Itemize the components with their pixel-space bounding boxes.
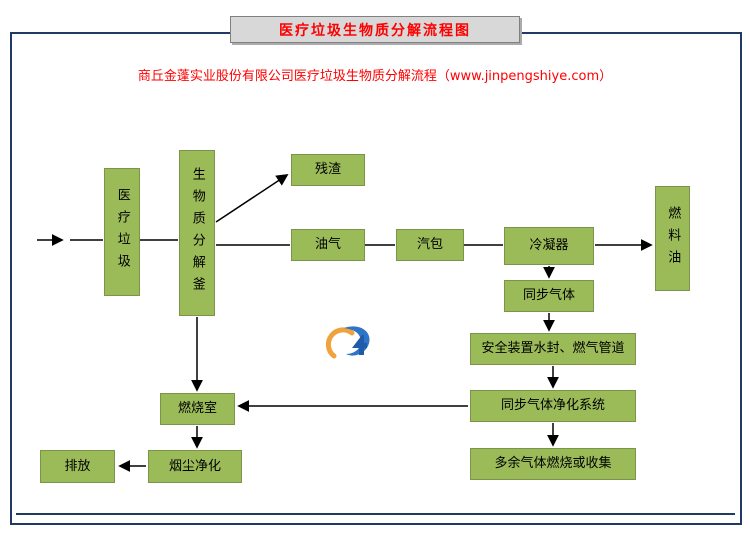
page-title: 医疗垃圾生物质分解流程图	[279, 22, 471, 39]
company-logo	[325, 326, 370, 359]
node-combustion-chamber-label: 燃烧室	[177, 401, 217, 417]
node-residue-label: 残渣	[314, 162, 341, 178]
node-steam-drum: 汽包	[396, 229, 464, 261]
node-combustion-chamber: 燃烧室	[160, 393, 235, 425]
page-title-box: 医疗垃圾生物质分解流程图	[230, 16, 520, 43]
node-fuel-oil: 燃料油	[655, 186, 690, 291]
node-sync-gas: 同步气体	[504, 280, 594, 312]
node-fuel-oil-label: 燃料油	[665, 205, 681, 272]
node-medical-waste-label: 医疗垃圾	[114, 188, 130, 276]
node-smoke-purify-label: 烟尘净化	[168, 458, 221, 474]
node-oil-gas: 油气	[291, 229, 365, 261]
node-residue: 残渣	[291, 154, 365, 186]
node-condenser: 冷凝器	[504, 227, 594, 265]
node-steam-drum-label: 汽包	[416, 237, 443, 253]
node-biomass-kettle-label: 生物质分解釜	[189, 167, 205, 299]
node-safety-device: 安全装置水封、燃气管道	[470, 333, 636, 365]
node-oil-gas-label: 油气	[314, 237, 341, 253]
node-excess-gas-label: 多余气体燃烧或收集	[494, 456, 612, 472]
node-gas-purify-label: 同步气体净化系统	[500, 398, 605, 414]
node-emission-label: 排放	[64, 458, 91, 474]
node-smoke-purify: 烟尘净化	[148, 450, 242, 483]
node-emission: 排放	[40, 450, 115, 483]
logo-orange-arc	[325, 327, 355, 359]
page-subtitle: 商丘金蓬实业股份有限公司医疗垃圾生物质分解流程（www.jinpengshiye…	[137, 69, 613, 84]
node-medical-waste: 医疗垃圾	[104, 168, 140, 296]
node-excess-gas: 多余气体燃烧或收集	[470, 448, 636, 480]
node-gas-purify: 同步气体净化系统	[470, 390, 636, 422]
node-condenser-label: 冷凝器	[529, 238, 569, 254]
node-safety-device-label: 安全装置水封、燃气管道	[481, 341, 625, 357]
node-biomass-kettle: 生物质分解釜	[179, 150, 215, 316]
logo-blue-four-shape	[352, 335, 367, 355]
node-sync-gas-label: 同步气体	[522, 288, 575, 304]
page-border-inner-line	[16, 513, 735, 515]
